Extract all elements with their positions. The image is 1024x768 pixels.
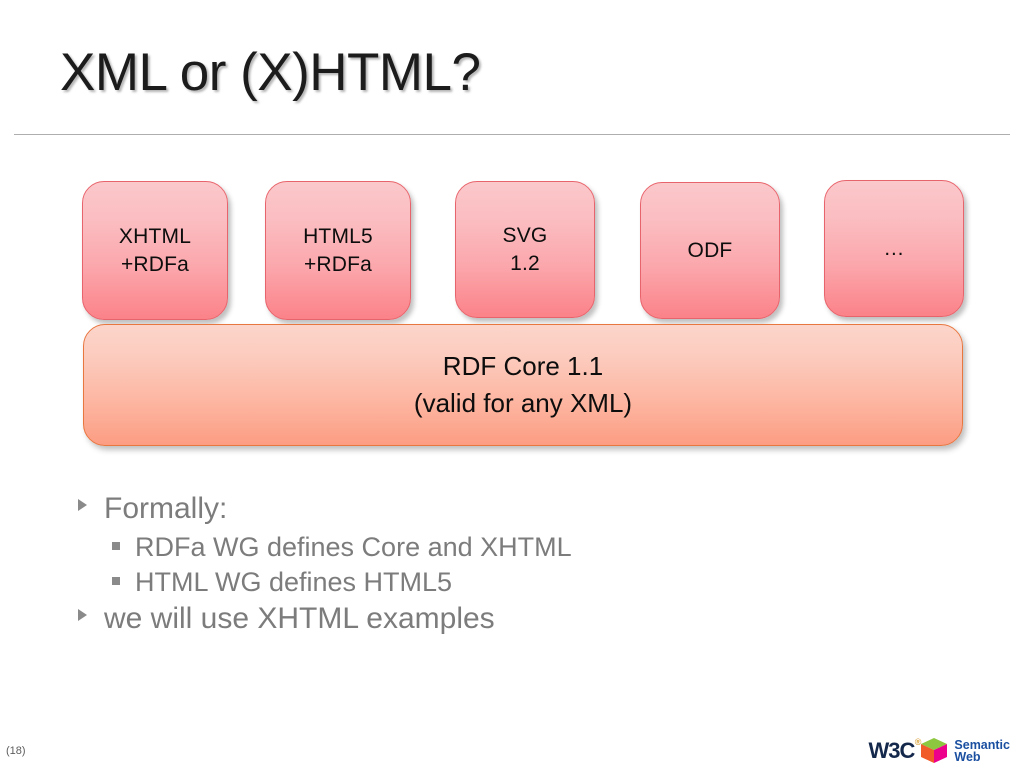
bullet-item-xhtml-examples-label: we will use XHTML examples — [104, 602, 495, 635]
diagram-box-xhtml[interactable]: XHTML +RDFa — [82, 181, 228, 320]
diagram-box-html5-line1: HTML5 — [303, 224, 373, 248]
diagram-box-html5-line2: +RDFa — [303, 252, 373, 276]
bullet-item-formally-label: Formally: — [104, 492, 228, 525]
square-bullet-icon — [112, 542, 120, 550]
bullet-list: Formally: RDFa WG defines Core and XHTML… — [78, 492, 928, 642]
title-divider — [14, 134, 1010, 135]
diagram-box-odf[interactable]: ODF — [640, 182, 780, 319]
diagram-bar-rdf-core[interactable]: RDF Core 1.1 (valid for any XML) — [83, 324, 963, 446]
page-title: XML or (X)HTML? — [60, 43, 481, 102]
diagram-bar-rdf-core-line1: RDF Core 1.1 — [442, 351, 604, 382]
diagram-box-svg-line1: SVG — [502, 223, 548, 247]
semantic-web-word1: Semantic — [954, 737, 1010, 752]
w3c-registered-mark: ® — [914, 737, 922, 747]
diagram-bar-rdf-core-line2: (valid for any XML) — [413, 388, 633, 418]
diagram-box-more[interactable]: … — [824, 180, 964, 317]
bullet-item-xhtml-examples: we will use XHTML examples — [78, 602, 928, 636]
semantic-web-word2: Web — [954, 750, 981, 764]
bullet-item-html-wg-label: HTML WG defines HTML5 — [135, 567, 453, 597]
diagram-box-odf-line1: ODF — [687, 238, 733, 262]
semantic-web-wordmark: Semantic Web — [954, 737, 1010, 764]
page-number: (18) — [6, 745, 26, 757]
w3c-wordmark-text: W3C — [868, 738, 916, 763]
diagram-box-svg[interactable]: SVG 1.2 — [455, 181, 595, 318]
diagram-box-xhtml-line2: +RDFa — [120, 252, 190, 276]
semantic-web-cube-icon — [921, 738, 948, 763]
diagram-box-svg-line2: 1.2 — [510, 251, 540, 275]
triangle-bullet-icon — [78, 499, 87, 511]
bullet-item-formally: Formally: — [78, 492, 928, 526]
triangle-bullet-icon — [78, 609, 87, 621]
diagram-box-html5-labels: HTML5 +RDFa — [266, 223, 410, 278]
diagram-box-xhtml-line1: XHTML — [118, 224, 192, 248]
diagram-box-html5[interactable]: HTML5 +RDFa — [265, 181, 411, 320]
bullet-item-rdfa-wg: RDFa WG defines Core and XHTML — [112, 532, 928, 563]
w3c-semantic-web-logo: W3C® Semantic Web — [869, 736, 1010, 766]
bullet-item-rdfa-wg-label: RDFa WG defines Core and XHTML — [135, 532, 572, 562]
diagram-bar-rdf-core-labels: RDF Core 1.1 (valid for any XML) — [414, 348, 632, 422]
square-bullet-icon — [112, 577, 120, 585]
w3c-wordmark: W3C® — [868, 738, 922, 763]
diagram-box-more-labels: … — [825, 235, 963, 263]
diagram-box-svg-labels: SVG 1.2 — [456, 222, 594, 277]
bullet-item-html-wg: HTML WG defines HTML5 — [112, 567, 928, 598]
diagram-box-more-line1: … — [883, 236, 905, 260]
diagram-box-odf-labels: ODF — [641, 237, 779, 265]
diagram-box-xhtml-labels: XHTML +RDFa — [83, 223, 227, 278]
